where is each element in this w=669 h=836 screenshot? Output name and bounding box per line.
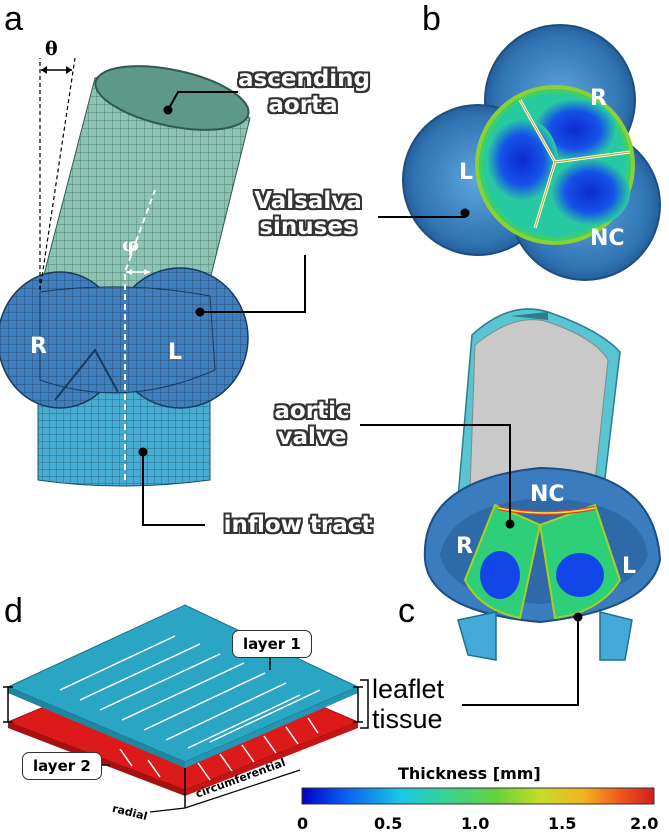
layer-2-label: layer 2 — [22, 752, 102, 780]
aortic-valve-line2: valve — [277, 424, 347, 451]
valsalva-line1: Valsalva — [254, 188, 362, 214]
centerline — [124, 189, 156, 480]
inflow-cut-tube — [457, 611, 497, 661]
leaflet-line1: leaflet — [372, 674, 445, 704]
panel-b-r-label: R — [590, 86, 607, 111]
panel-label-c: c — [398, 592, 415, 630]
panel-c-r-label: R — [456, 534, 473, 559]
phi-symbol: φ — [122, 234, 140, 256]
theta-tilt-line — [39, 57, 76, 291]
panel-label-b: b — [422, 0, 441, 38]
leaflet-bracket — [360, 679, 369, 729]
colorbar-tick-0: 0 — [297, 814, 309, 833]
sinus-l-label-a: L — [168, 340, 183, 365]
colorbar-tick-4: 2.0 — [630, 814, 659, 833]
aortic-valve-line1: aortic — [274, 398, 350, 424]
panel-c-nc-label: NC — [530, 482, 565, 507]
layer-2-fibers — [119, 717, 319, 781]
panel-d-model — [3, 604, 369, 813]
leaflet-left — [486, 118, 558, 202]
aortic-valve-label: aortic valve — [264, 398, 360, 451]
commissure-line — [54, 348, 119, 401]
panel-b-model — [402, 24, 661, 281]
right-thickness-bracket — [353, 686, 363, 723]
colorbar-title: Thickness [mm] — [398, 764, 541, 783]
aorta-opening — [94, 65, 250, 131]
colorbar-tick-2: 1.0 — [461, 814, 490, 833]
radial-axis — [149, 807, 186, 813]
panel-label-d: d — [4, 592, 23, 630]
valsalva-sinuses-label: Valsalva sinuses — [248, 188, 368, 241]
sinus-band — [39, 286, 216, 394]
valsalva-line2: sinuses — [259, 214, 357, 241]
leaflet-right — [550, 158, 630, 226]
left-thickness-bracket — [3, 686, 13, 723]
layer-1-label: layer 1 — [232, 630, 312, 658]
colorbar-gradient — [301, 787, 655, 805]
panel-c-callouts — [360, 424, 579, 706]
panel-a-model — [0, 57, 251, 487]
panel-c-l-label: L — [622, 554, 637, 579]
panel-c-model — [423, 308, 662, 661]
panel-b-callout — [378, 208, 470, 218]
panel-b-l-label: L — [459, 160, 474, 185]
colorbar-tick-3: 1.5 — [548, 814, 577, 833]
leaflet-line2: tissue — [372, 703, 443, 734]
leaflet-tissue-label: leaflet tissue — [372, 674, 445, 734]
theta-symbol: θ — [45, 38, 58, 60]
sinus-r-label-a: R — [30, 334, 47, 359]
circumferential-axis — [184, 769, 301, 809]
panel-label-a: a — [4, 0, 23, 38]
inflow-tract-label: inflow tract — [223, 512, 373, 538]
ascending-aorta-label: ascending aorta — [238, 66, 371, 119]
colorbar-tick-1: 0.5 — [374, 814, 403, 833]
panel-b-nc-label: NC — [590, 226, 625, 251]
ascending-aorta-line1: ascending — [238, 66, 371, 92]
panel-a-callouts — [142, 91, 306, 526]
ascending-aorta-line2: aorta — [268, 92, 338, 119]
layer-1-fibers — [59, 635, 321, 749]
